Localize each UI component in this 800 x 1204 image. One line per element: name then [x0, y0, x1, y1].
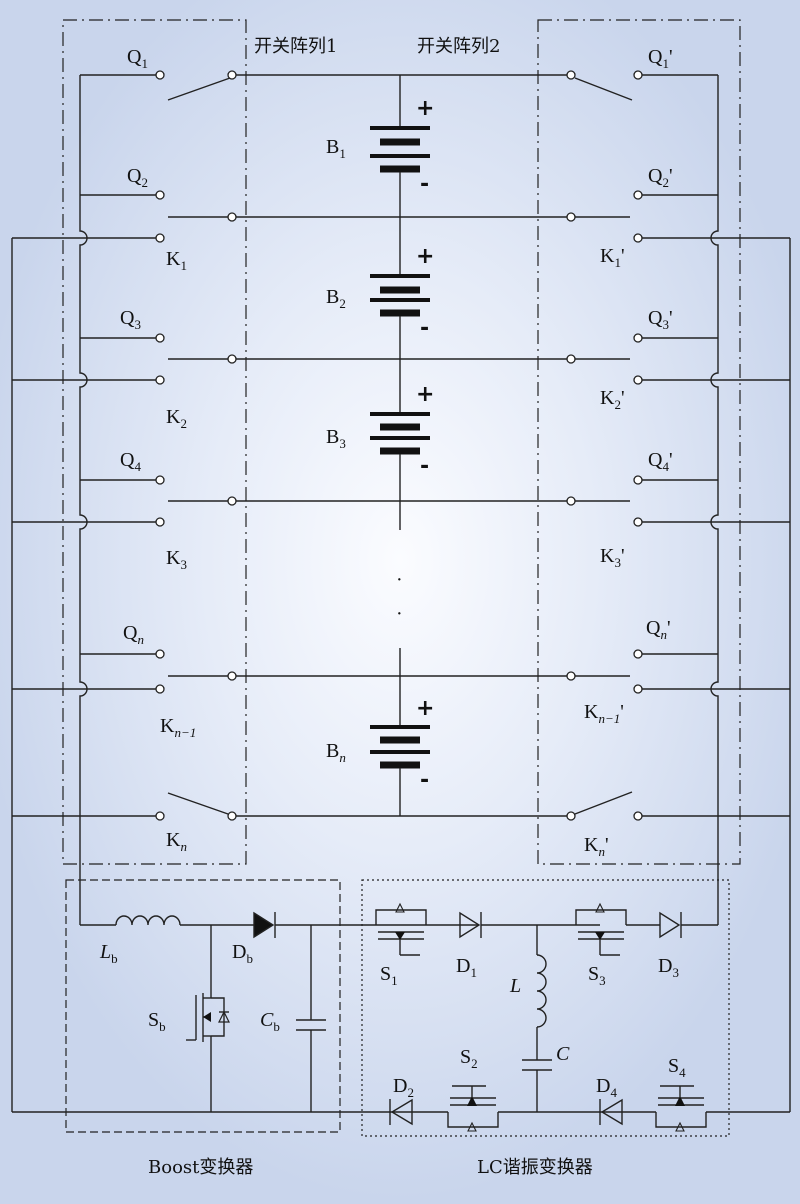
label-q1: Q1: [127, 46, 148, 71]
label-q4: Q4: [120, 449, 141, 474]
label-qn-prime: Qn': [646, 617, 671, 642]
label-sb: Sb: [148, 1009, 166, 1034]
label-kn: Kn: [166, 829, 187, 854]
label-db: Db: [232, 941, 253, 966]
label-d4: D4: [596, 1075, 617, 1100]
left-bus-wire: [79, 75, 88, 925]
label-q3: Q3: [120, 307, 141, 332]
mosfet-s3-icon: [575, 902, 627, 956]
lc-converter-box: [361, 879, 730, 1137]
ellipsis-dot-1: ·: [396, 569, 403, 591]
label-k1-prime: K1': [600, 245, 625, 270]
label-k3-prime: K3': [600, 545, 625, 570]
boost-converter-title: Boost变换器: [148, 1157, 253, 1178]
lc-converter: [375, 902, 790, 1132]
ellipsis-dot-2: ·: [396, 603, 403, 625]
mosfet-sb-icon: [186, 990, 230, 1060]
label-q3-prime: Q3': [648, 307, 673, 332]
label-k1: K1: [166, 248, 187, 273]
right-switch-rows: [400, 70, 790, 821]
b1-plus: +: [416, 96, 434, 121]
label-k2-prime: K2': [600, 387, 625, 412]
battery-string: · · + - + - + - + -: [370, 75, 434, 816]
b2-minus: -: [420, 316, 429, 341]
b3-minus: -: [420, 454, 429, 479]
label-d2: D2: [393, 1075, 414, 1100]
mosfet-s4-icon: [655, 1085, 707, 1132]
label-cb: Cb: [260, 1009, 280, 1034]
b1-minus: -: [420, 172, 429, 197]
switch-array-1-title: 开关阵列1: [254, 36, 337, 57]
switch-array-2-title: 开关阵列2: [417, 36, 500, 57]
right-bus-wire: [710, 75, 719, 925]
left-switch-labels: Q1 Q2 K1 Q3 K2 Q4 K3 Qn Kn−1 Kn: [120, 46, 196, 854]
switch-array-1-box: [62, 19, 247, 865]
inductor-l-icon: [536, 954, 547, 1028]
label-kn-prime: Kn': [584, 834, 609, 859]
diode-db-icon: [253, 911, 275, 939]
battery-label-b1: B1: [326, 136, 346, 161]
right-switch-labels: Q1' Q2' K1' Q3' K2' Q4' K3' Qn' Kn−1' Kn…: [584, 46, 673, 859]
label-q2: Q2: [127, 165, 148, 190]
boost-converter-box: [65, 879, 341, 1133]
label-s4: S4: [668, 1055, 686, 1080]
label-lb: Lb: [99, 941, 118, 966]
label-qn: Qn: [123, 622, 144, 647]
label-d3: D3: [658, 955, 679, 980]
label-s2: S2: [460, 1046, 478, 1071]
label-s3: S3: [588, 963, 606, 988]
boost-converter: [12, 911, 478, 1113]
battery-label-bn: Bn: [326, 740, 346, 765]
b2-plus: +: [416, 244, 434, 269]
label-d1: D1: [456, 955, 477, 980]
switch-array-2-box: [537, 19, 741, 865]
label-q4-prime: Q4': [648, 449, 673, 474]
bn-plus: +: [416, 696, 434, 721]
label-q1-prime: Q1': [648, 46, 673, 71]
battery-label-b3: B3: [326, 426, 346, 451]
label-k3: K3: [166, 547, 187, 572]
mosfet-s2-icon: [447, 1085, 499, 1132]
mosfet-s1-icon: [375, 902, 427, 956]
b3-plus: +: [416, 382, 434, 407]
label-l: L: [509, 975, 521, 997]
battery-label-b2: B2: [326, 286, 346, 311]
diode-d3-icon: [659, 911, 681, 939]
label-k2: K2: [166, 406, 187, 431]
lc-converter-title: LC谐振变换器: [477, 1157, 593, 1178]
label-kn-1: Kn−1: [160, 715, 196, 740]
left-switch-rows: [12, 70, 567, 821]
diode-d1-icon: [459, 911, 481, 939]
bn-minus: -: [420, 768, 429, 793]
label-kn-1-prime: Kn−1': [584, 701, 624, 726]
label-q2-prime: Q2': [648, 165, 673, 190]
label-c: C: [556, 1043, 570, 1065]
inductor-lb-icon: [115, 915, 181, 926]
label-s1: S1: [380, 963, 398, 988]
